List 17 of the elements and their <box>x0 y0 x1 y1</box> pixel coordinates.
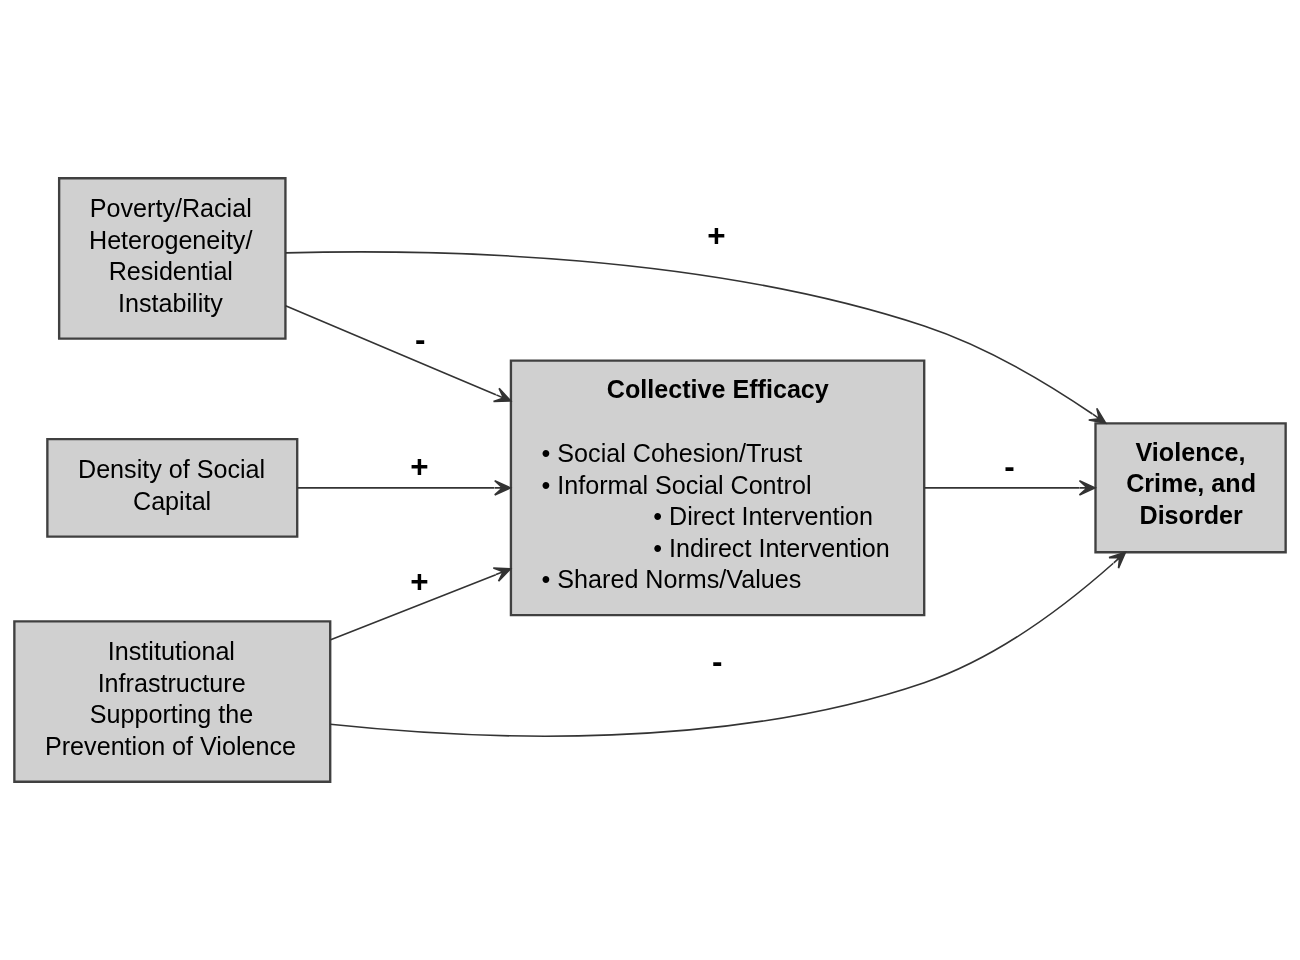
arrow <box>329 551 1127 737</box>
node-box: Institutional Infrastructure Supporting the Prevention of Violence <box>13 620 332 783</box>
node-box: Violence, Crime, and Disorder <box>1094 422 1287 554</box>
arrow <box>923 480 1096 496</box>
node-box: Poverty/Racial Heterogeneity/ Residential Instability <box>57 177 287 340</box>
arrow <box>284 304 512 403</box>
edge-label: - <box>415 321 426 357</box>
arrow <box>329 567 512 641</box>
edge-label: + <box>410 563 429 599</box>
edge-label: + <box>410 448 429 484</box>
arrow <box>285 251 1107 424</box>
edge-label: - <box>712 643 723 679</box>
edge-label: + <box>707 217 726 253</box>
edge-label: - <box>1004 448 1015 484</box>
arrow <box>296 480 512 496</box>
node-box: Collective Efficacy • Social Cohesion/Trust • Informal Social Control • Direct Intervention • Indirect Intervention • Shared Norms/Values <box>509 359 926 617</box>
node-box: Density of Social Capital <box>46 437 299 538</box>
